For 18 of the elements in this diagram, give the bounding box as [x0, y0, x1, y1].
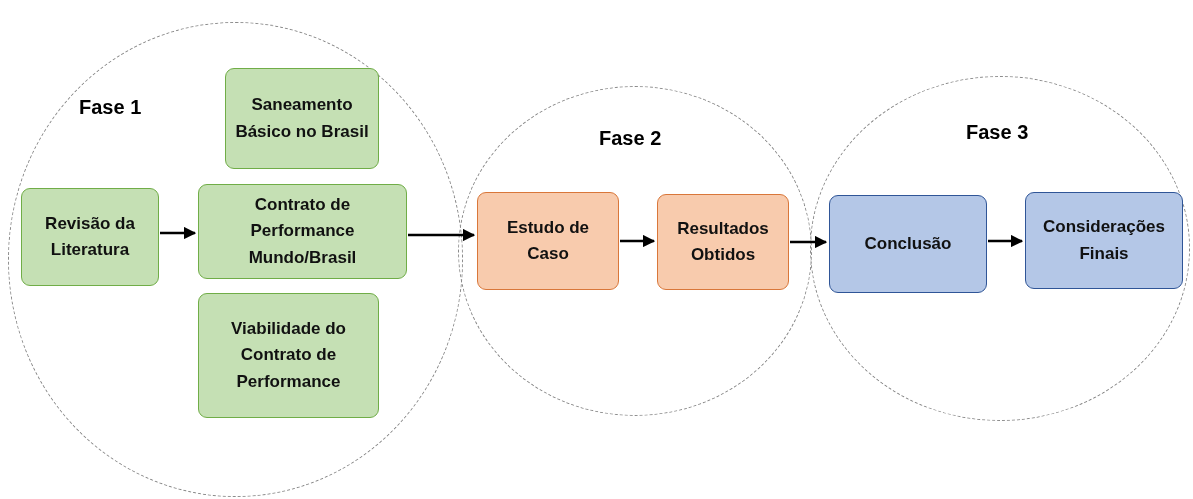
process-box: Resultados Obtidos — [657, 194, 789, 290]
arrow — [408, 228, 476, 242]
phase-ellipse — [810, 76, 1190, 421]
process-box: Revisão da Literatura — [21, 188, 159, 286]
phase-heading: Fase 3 — [966, 121, 1029, 144]
process-box: Estudo de Caso — [477, 192, 619, 290]
phase-ellipse — [8, 22, 463, 497]
process-box: Viabilidade do Contrato de Performance — [198, 293, 379, 418]
arrow — [988, 234, 1024, 248]
phase-heading: Fase 2 — [599, 127, 662, 150]
phase-heading: Fase 1 — [79, 96, 142, 119]
arrow — [160, 226, 197, 240]
process-box: Considerações Finais — [1025, 192, 1183, 289]
arrow — [790, 235, 828, 249]
arrow — [620, 234, 656, 248]
process-box: Saneamento Básico no Brasil — [225, 68, 379, 169]
process-box: Conclusão — [829, 195, 987, 293]
process-box: Contrato de Performance Mundo/Brasil — [198, 184, 407, 279]
